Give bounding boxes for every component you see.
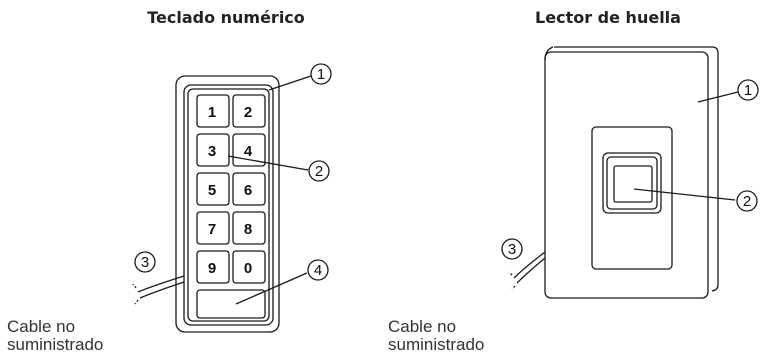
keypad-cable-caption: Cable no suministrado xyxy=(7,318,103,354)
sensor-bezel xyxy=(602,152,662,214)
keypad-key-4: 4 xyxy=(232,133,266,167)
keypad-key-label: 0 xyxy=(244,260,252,277)
keypad-key-2: 2 xyxy=(232,94,266,128)
keypad-title: Teclado numérico xyxy=(147,8,305,27)
keypad-key-6: 6 xyxy=(232,172,266,206)
keypad-key-label: 8 xyxy=(244,221,252,238)
keypad-device: 1 2 3 4 5 6 7 8 9 0 xyxy=(132,75,280,333)
fingerprint-leader-1 xyxy=(697,91,739,103)
fingerprint-cable-caption: Cable no suministrado xyxy=(388,318,484,354)
keypad-key-7: 7 xyxy=(196,211,230,245)
keypad-key-label: 6 xyxy=(244,182,252,199)
fingerprint-title: Lector de huella xyxy=(535,8,681,27)
keypad-callout-3: 3 xyxy=(134,251,156,273)
fingerprint-callout-2-label: 2 xyxy=(743,193,751,210)
fingerprint-device xyxy=(508,46,719,299)
fingerprint-cable-2 xyxy=(516,257,546,284)
keypad-key-3: 3 xyxy=(196,133,230,167)
keypad-cable-caption-line-1: Cable no xyxy=(7,317,76,336)
keypad-leader-1 xyxy=(268,75,312,91)
keypad-key-label: 3 xyxy=(208,143,216,160)
keypad-key-label: 5 xyxy=(208,182,216,199)
keypad-keys: 1 2 3 4 5 6 7 8 9 0 xyxy=(196,94,266,284)
keypad-callout-1: 1 xyxy=(310,63,332,85)
keypad-key-0: 0 xyxy=(232,250,266,284)
keypad-key-label: 2 xyxy=(244,104,252,121)
keypad-key-label: 4 xyxy=(244,143,253,160)
fingerprint-callout-3: 3 xyxy=(501,238,523,260)
keypad-key-label: 7 xyxy=(208,221,216,238)
keypad-key-1: 1 xyxy=(196,94,230,128)
fingerprint-cable xyxy=(513,251,546,279)
fingerprint-leader-2 xyxy=(633,188,736,201)
keypad-cable-caption-line-2: suministrado xyxy=(7,335,104,354)
fingerprint-callout-1-label: 1 xyxy=(744,82,752,99)
fingerprint-cable-caption-line-2: suministrado xyxy=(388,335,485,354)
keypad-key-8: 8 xyxy=(232,211,266,245)
keypad-cable xyxy=(137,275,185,293)
sensor-surround xyxy=(591,126,673,270)
keypad-callout-2: 2 xyxy=(308,160,330,182)
keypad-key-label: 9 xyxy=(208,260,216,277)
fingerprint-callout-2: 2 xyxy=(736,190,758,212)
keypad-callout-4-label: 4 xyxy=(314,262,322,279)
keypad-callout-4: 4 xyxy=(307,259,329,281)
keypad-callout-3-label: 3 xyxy=(141,254,149,271)
keypad-key-label: 1 xyxy=(208,104,216,121)
keypad-key-9: 9 xyxy=(196,250,230,284)
fingerprint-callout-1: 1 xyxy=(737,79,759,101)
keypad-callout-2-label: 2 xyxy=(315,163,323,180)
fingerprint-cable-caption-line-1: Cable no xyxy=(388,317,457,336)
fingerprint-callout-3-label: 3 xyxy=(508,241,516,258)
keypad-leader-2 xyxy=(227,155,309,171)
keypad-bottom-button xyxy=(196,289,266,319)
fingerprint-sensor xyxy=(613,165,653,203)
keypad-leader-4 xyxy=(235,272,308,305)
keypad-cable-2 xyxy=(139,281,185,299)
keypad-key-5: 5 xyxy=(196,172,230,206)
keypad-callout-1-label: 1 xyxy=(317,66,325,83)
